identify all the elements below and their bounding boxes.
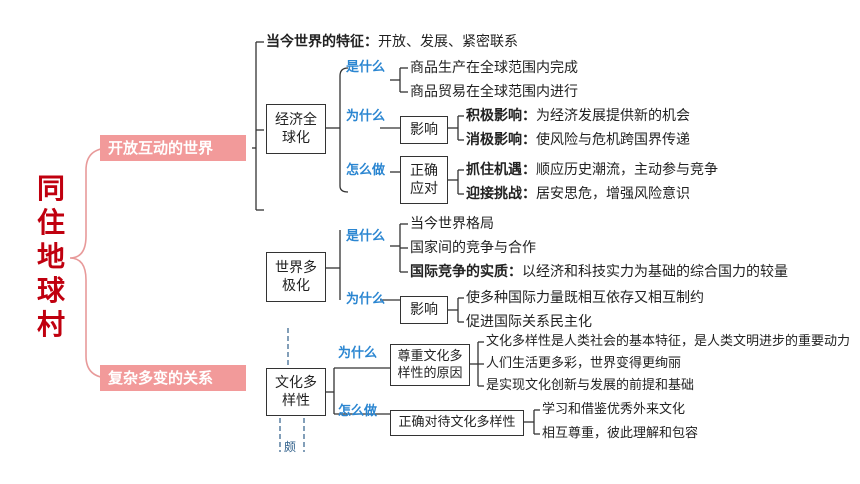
main-title-char: 球 xyxy=(36,274,65,307)
respond-label: 抓住机遇： xyxy=(466,162,536,178)
econ-what-label: 是什么 xyxy=(346,60,386,75)
respond-label: 迎接挑战： xyxy=(466,186,536,202)
culture-reason-item: 是实现文化创新与发展的前提和基础 xyxy=(486,378,695,393)
econ-respond-item: 迎接挑战：居安思危，增强风险意识 xyxy=(466,185,690,203)
respond-text: 居安思危，增强风险意识 xyxy=(536,186,690,202)
multi-brace xyxy=(326,223,464,323)
multi-what-label: 是什么 xyxy=(346,229,386,244)
main-title-char: 村 xyxy=(36,308,65,341)
dashed-guides xyxy=(279,328,305,452)
culture-brace xyxy=(326,341,540,435)
econ-why-label: 为什么 xyxy=(346,109,386,124)
econ-respond-box: 正确应对 xyxy=(400,156,448,204)
world-feature-label: 当今世界的特征： xyxy=(266,34,378,50)
main-title-char: 地 xyxy=(36,240,65,273)
multi-impact-box: 影响 xyxy=(400,296,448,324)
culture-how-label: 怎么做 xyxy=(338,404,378,419)
econ-respond-item: 抓住机遇：顺应历史潮流，主动参与竞争 xyxy=(466,161,718,179)
topic-complex-relations: 复杂多变的关系 xyxy=(100,365,246,391)
culture-reason-item: 文化多样性是人类社会的基本特征，是人类文明进步的重要动力 xyxy=(486,334,851,349)
multi-what-item: 当今世界格局 xyxy=(410,216,494,232)
respond-box-line: 应对 xyxy=(410,181,438,197)
multi-impact-item: 促进国际关系民主化 xyxy=(466,314,592,330)
multi-why-label: 为什么 xyxy=(346,292,386,307)
essence-label: 国际竞争的实质： xyxy=(410,264,522,280)
econ-what-item: 商品生产在全球范围内完成 xyxy=(410,60,578,76)
impact-text: 使风险与危机跨国界传递 xyxy=(536,132,690,148)
multi-box-line: 世界多 xyxy=(275,260,317,276)
culture-box: 文化多样性 xyxy=(266,368,326,416)
culture-reason-box: 尊重文化多样性的原因 xyxy=(390,344,470,386)
culture-why-label: 为什么 xyxy=(338,346,378,361)
econ-box-line: 球化 xyxy=(282,130,310,146)
respond-text: 顺应历史潮流，主动参与竞争 xyxy=(536,162,718,178)
reason-box-line: 样性的原因 xyxy=(397,366,463,381)
econ-globalization-box: 经济全球化 xyxy=(266,104,326,154)
econ-what-item: 商品贸易在全球范围内进行 xyxy=(410,84,578,100)
impact-label: 消极影响： xyxy=(466,132,536,148)
topic-open-world: 开放互动的世界 xyxy=(100,135,246,161)
culture-box-line: 样性 xyxy=(282,393,310,409)
multi-impact-item: 使多种国际力量既相互依存又相互制约 xyxy=(466,290,704,306)
culture-treat-box: 正确对待文化多样性 xyxy=(390,410,524,436)
impact-label: 积极影响： xyxy=(466,108,536,124)
econ-how-label: 怎么做 xyxy=(346,163,386,178)
main-title-char: 住 xyxy=(36,206,65,239)
essence-text: 以经济和科技实力为基础的综合国力的较量 xyxy=(522,264,788,280)
main-title: 同 住 地 球 村 xyxy=(34,172,68,342)
multipolar-box: 世界多极化 xyxy=(266,252,326,302)
econ-impact-item: 消极影响：使风险与危机跨国界传递 xyxy=(466,131,690,149)
econ-impact-item: 积极影响：为经济发展提供新的机会 xyxy=(466,107,690,125)
world-feature-text: 开放、发展、紧密联系 xyxy=(378,34,518,50)
world-feature: 当今世界的特征：开放、发展、紧密联系 xyxy=(266,33,518,51)
econ-brace xyxy=(326,67,464,195)
culture-reason-item: 人们生活更多彩，世界变得更绚丽 xyxy=(486,356,682,371)
econ-box-line: 经济全 xyxy=(275,112,317,128)
main-brace xyxy=(69,147,111,379)
main-title-char: 同 xyxy=(36,172,65,205)
culture-box-line: 文化多 xyxy=(275,375,317,391)
reason-box-line: 尊重文化多 xyxy=(397,349,463,364)
econ-impact-box: 影响 xyxy=(400,116,448,144)
topic1-brace xyxy=(252,41,264,211)
multi-box-line: 极化 xyxy=(282,278,310,294)
multi-what-item: 国家间的竞争与合作 xyxy=(410,240,536,256)
impact-text: 为经济发展提供新的机会 xyxy=(536,108,690,124)
multi-essence: 国际竞争的实质：以经济和科技实力为基础的综合国力的较量 xyxy=(410,263,788,281)
culture-treat-item: 学习和借鉴优秀外来文化 xyxy=(542,402,686,417)
respond-box-line: 正确 xyxy=(410,163,438,179)
cut-off-fragment: 颇 xyxy=(284,440,297,454)
culture-treat-item: 相互尊重，彼此理解和包容 xyxy=(542,426,699,441)
